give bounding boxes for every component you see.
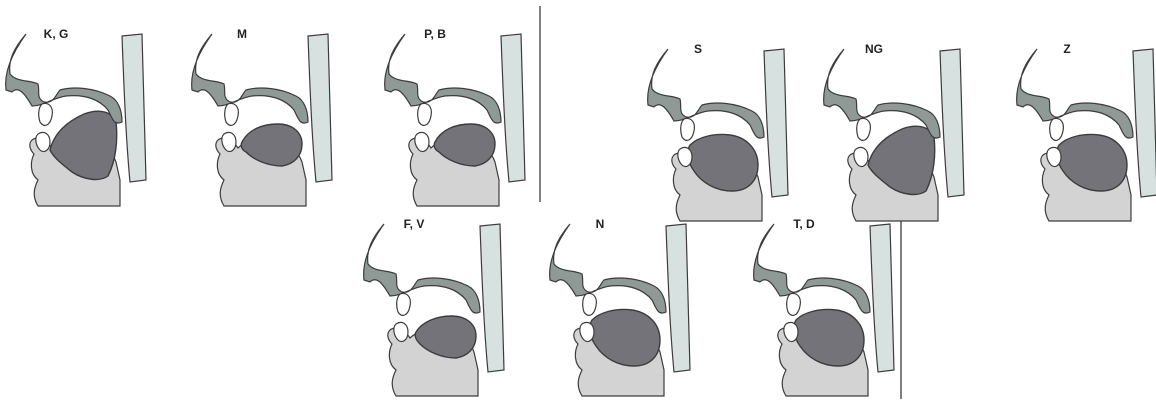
panel-label: M xyxy=(237,27,247,41)
pharynx-wall xyxy=(501,34,525,182)
panel-k-g: K, G xyxy=(6,27,146,206)
pharynx-wall xyxy=(122,34,146,182)
palate xyxy=(648,49,764,138)
panel-m: M xyxy=(192,27,332,206)
pharynx-wall xyxy=(764,49,788,197)
upper-tooth xyxy=(418,104,432,126)
panel-label: T, D xyxy=(793,217,815,231)
upper-tooth xyxy=(1050,119,1064,141)
panel-s: S xyxy=(648,42,788,221)
panel-label: Z xyxy=(1063,42,1070,56)
palate xyxy=(364,224,480,313)
panel-label: P, B xyxy=(424,27,446,41)
panel-label: F, V xyxy=(404,217,425,231)
palate xyxy=(754,224,870,313)
palate xyxy=(824,49,940,138)
upper-tooth xyxy=(225,104,239,126)
panel-label: S xyxy=(694,42,702,56)
pharynx-wall xyxy=(308,34,332,182)
panel-f-v: F, V xyxy=(364,217,504,396)
panel-p-b: P, B xyxy=(385,27,525,206)
upper-tooth xyxy=(681,119,695,141)
pharynx-wall xyxy=(1133,49,1156,197)
panel-n: N xyxy=(550,217,690,396)
upper-tooth xyxy=(39,104,53,126)
panel-z: Z xyxy=(1017,42,1156,221)
palate xyxy=(1017,49,1133,138)
palate xyxy=(192,34,308,123)
panel-label: NG xyxy=(865,42,883,56)
upper-tooth xyxy=(857,119,871,141)
upper-tooth xyxy=(787,294,801,316)
pharynx-wall xyxy=(480,224,504,372)
pharynx-wall xyxy=(870,224,894,372)
upper-tooth xyxy=(583,294,597,316)
panel-t-d: T, D xyxy=(754,217,894,396)
panel-label: K, G xyxy=(44,27,69,41)
palate xyxy=(6,34,122,123)
palate xyxy=(550,224,666,313)
upper-tooth xyxy=(397,294,411,316)
panel-label: N xyxy=(596,217,605,231)
palate xyxy=(385,34,501,123)
pharynx-wall xyxy=(940,49,964,197)
panel-ng: NG xyxy=(824,42,964,221)
pharynx-wall xyxy=(666,224,690,372)
